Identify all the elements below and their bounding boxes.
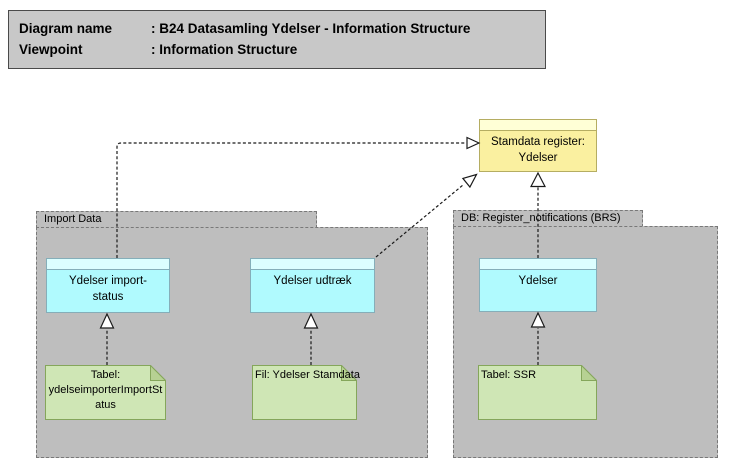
object-ydelser-udtraek[interactable]: Ydelser udtræk [250, 258, 375, 313]
object-ydelser[interactable]: Ydelser [479, 258, 597, 312]
note-fold-corner-icon [581, 365, 597, 381]
group-import-data-label: Import Data [44, 213, 102, 225]
viewpoint-value: : Information Structure [151, 42, 298, 57]
object-stamdata-register-label: Stamdata register: Ydelser [491, 136, 585, 164]
note-fil-ydelser-stamdata-label: Fil: Ydelser Stamdata [255, 369, 360, 381]
viewpoint-row: Viewpoint : Information Structure [19, 39, 535, 60]
note-tabel-import-status-label: Tabel: ydelseimporterImportStatus [48, 369, 163, 411]
note-shape [478, 365, 597, 420]
object-ydelser-label: Ydelser [518, 275, 558, 287]
diagram-name-row: Diagram name : B24 Datasamling Ydelser -… [19, 18, 535, 39]
object-ydelser-udtraek-band [251, 259, 374, 270]
note-shape [252, 365, 357, 420]
note-fil-ydelser-stamdata[interactable]: Fil: Ydelser Stamdata [252, 365, 360, 420]
object-stamdata-register-band [480, 120, 596, 131]
object-stamdata-register[interactable]: Stamdata register: Ydelser [479, 119, 597, 172]
note-shape [45, 365, 166, 420]
note-tabel-ssr[interactable]: Tabel: SSR [478, 365, 597, 420]
object-ydelser-band [480, 259, 596, 270]
diagram-title-block: Diagram name : B24 Datasamling Ydelser -… [8, 10, 546, 69]
note-fold-corner-icon [341, 365, 357, 381]
note-tabel-ssr-label: Tabel: SSR [481, 369, 537, 381]
object-ydelser-import-status-band [47, 259, 169, 270]
realization-arrowhead-icon [461, 173, 478, 189]
note-fold-corner-icon [150, 365, 166, 381]
object-ydelser-import-status-label: Ydelser import- status [69, 275, 147, 303]
note-tabel-import-status[interactable]: Tabel: ydelseimporterImportStatus [45, 365, 166, 420]
viewpoint-label: Viewpoint [19, 42, 83, 57]
object-ydelser-import-status[interactable]: Ydelser import- status [46, 258, 170, 313]
group-db-register-label: DB: Register_notifications (BRS) [461, 212, 621, 224]
realization-arrowhead-icon [466, 136, 481, 150]
diagram-name-value: : B24 Datasamling Ydelser - Information … [151, 21, 471, 36]
group-import-data-tab[interactable]: Import Data [36, 211, 317, 228]
diagram-name-label: Diagram name [19, 21, 113, 36]
group-db-register-tab[interactable]: DB: Register_notifications (BRS) [453, 210, 643, 227]
realization-arrowhead-icon [530, 171, 546, 188]
object-ydelser-udtraek-label: Ydelser udtræk [273, 275, 352, 287]
